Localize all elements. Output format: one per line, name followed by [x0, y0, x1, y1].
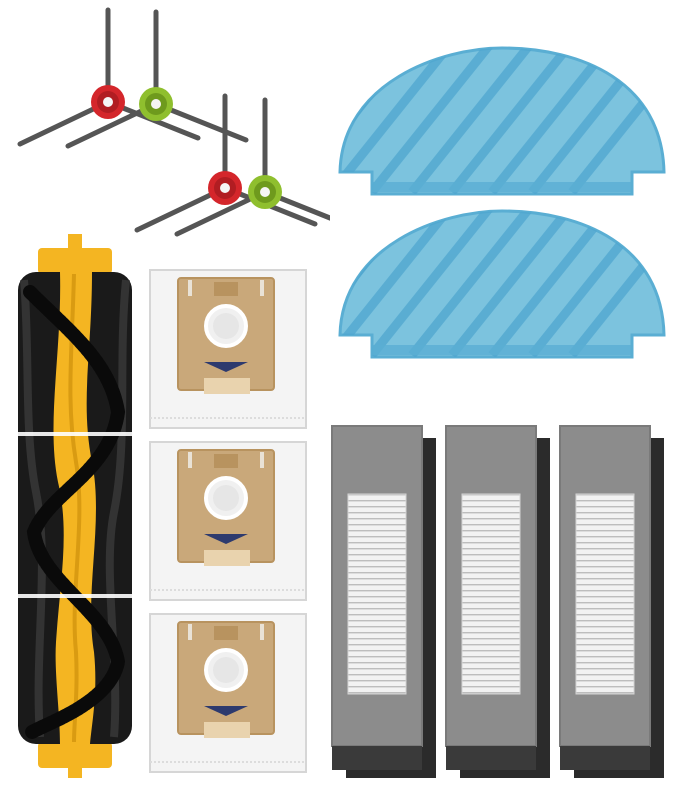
mop-pad-icon: [328, 42, 676, 194]
filters-group: [331, 425, 665, 779]
hepa-filter-icon: [445, 425, 551, 779]
side-brush-icon: [177, 100, 330, 234]
side-brush-icon: [137, 96, 315, 230]
hepa-filter-icon: [331, 425, 437, 779]
mop-pad-icon: [328, 205, 676, 357]
side-brushes-group: [0, 0, 330, 250]
dust-bags-group: [148, 268, 308, 774]
dust-bag-icon: [148, 612, 308, 774]
side-brush-icon: [68, 12, 246, 146]
mop-pads-group: [328, 40, 676, 360]
dust-bag-icon: [148, 268, 308, 430]
roller-brush-icon: [18, 234, 132, 778]
dust-bag-icon: [148, 440, 308, 602]
hepa-filter-icon: [559, 425, 665, 779]
side-brush-icon: [20, 10, 198, 144]
